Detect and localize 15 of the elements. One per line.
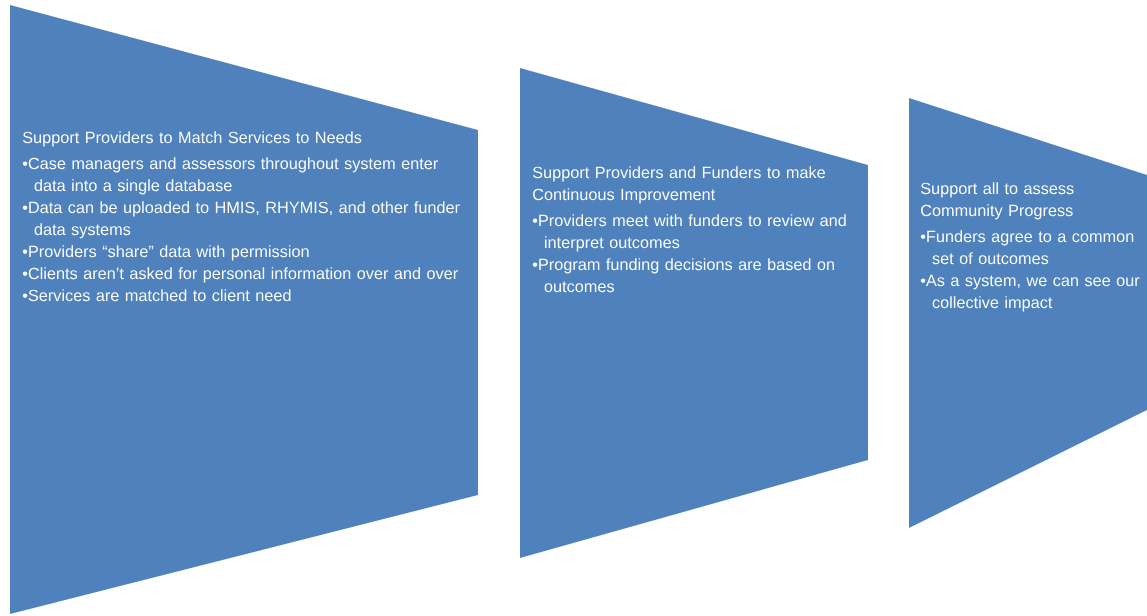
trapezoid-panel [10, 5, 478, 614]
bullet-item: •Program funding decisions are based on outcomes [532, 258, 834, 293]
trapezoid-panel [520, 68, 868, 558]
bullet-item: •Funders agree to a common set of outcomes [920, 230, 1134, 265]
panel-heading: Support Providers and Funders to make Continuous Improvement [532, 166, 825, 204]
bullet-item: •Services are matched to client need [22, 289, 291, 302]
bullet-item: •Case managers and assessors throughout system enter data into a single database [22, 157, 438, 195]
trapezoid-panel [909, 98, 1147, 528]
panel-heading: Support Providers to Match Services to Needs [22, 131, 362, 147]
bullet-item: •As a system, we can see our collective impact [920, 274, 1140, 312]
bullet-item: •Providers meet with funders to review and interpret outcomes [532, 214, 846, 252]
panel-heading: Support all to assess Community Progress [920, 182, 1074, 220]
bullet-item: •Data can be uploaded to HMIS, RHYMIS, and other funder data systems [22, 201, 460, 239]
bullet-item: •Providers “share” data with permission [22, 245, 309, 261]
bullet-item: •Clients aren’t asked for personal information over and over [22, 267, 458, 283]
